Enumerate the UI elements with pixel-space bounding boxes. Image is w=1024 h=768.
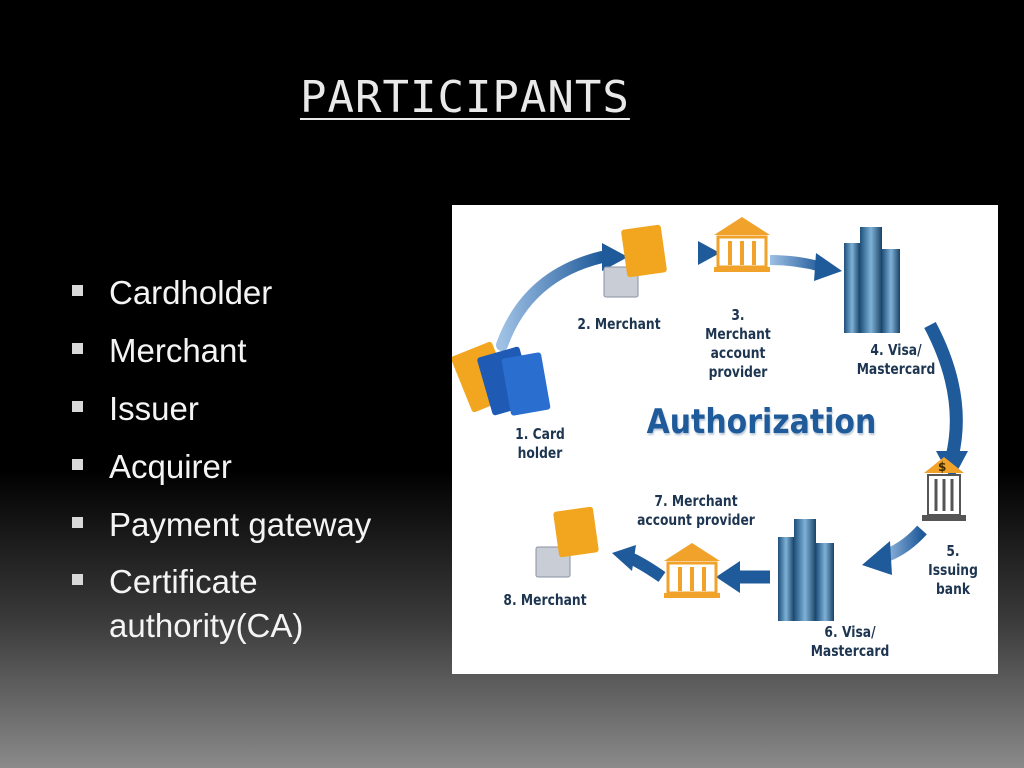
bullet-text: Acquirer	[109, 448, 232, 485]
office-towers-icon	[844, 227, 900, 333]
office-towers-icon	[778, 519, 834, 621]
node-label-merchant-account-3: 3. Merchant account provider	[705, 306, 771, 381]
dollar-sign: $	[938, 460, 946, 474]
node-label-visa-6: 6. Visa/ Mastercard	[810, 623, 890, 660]
node-label-merchant-2: 2. Merchant	[577, 315, 661, 333]
flow-arrow-5	[862, 525, 927, 575]
list-item: Payment gateway	[72, 496, 432, 554]
card-terminal-icon	[535, 506, 599, 578]
node-label-merchant-account-7: 7. Merchant account provider	[637, 492, 755, 529]
flow-arrow-1	[496, 243, 628, 351]
bullet-text: Certificate authority(CA)	[109, 563, 304, 644]
list-item: Acquirer	[72, 438, 432, 496]
node-label-merchant-8: 8. Merchant	[503, 591, 587, 609]
list-item: Certificate authority(CA)	[72, 554, 432, 648]
participant-list: Cardholder Merchant Issuer Acquirer Paym…	[72, 264, 432, 648]
slide-title: PARTICIPANTS	[300, 72, 630, 123]
issuing-bank-icon: $	[922, 457, 966, 521]
node-label-issuing-bank-5: 5. Issuing bank	[928, 542, 978, 598]
bank-building-icon	[714, 217, 770, 272]
card-terminal-icon	[603, 224, 667, 298]
bullet-marker	[72, 285, 83, 296]
flow-arrow-4	[924, 321, 968, 481]
flow-arrow-6	[716, 561, 770, 593]
flow-arrow-3	[769, 253, 842, 281]
diagram-graphics: $	[452, 217, 968, 621]
node-label-card-holder: 1. Card holder	[515, 425, 565, 462]
credit-cards-icon	[452, 341, 551, 416]
node-label-visa-4: 4. Visa/ Mastercard	[856, 341, 936, 378]
bullet-marker	[72, 343, 83, 354]
flow-arrow-2	[667, 241, 720, 265]
bullet-marker	[72, 459, 83, 470]
bank-building-icon	[664, 543, 720, 598]
authorization-diagram: $ Authorization 1. Card holder 2. Mercha…	[452, 205, 998, 674]
bullet-marker	[72, 401, 83, 412]
bullet-text: Payment gateway	[109, 506, 372, 543]
bullet-marker	[72, 517, 83, 528]
bullet-text: Issuer	[109, 390, 199, 427]
list-item: Issuer	[72, 380, 432, 438]
list-item: Cardholder	[72, 264, 432, 322]
flow-arrow-7	[612, 545, 666, 582]
bullet-text: Merchant	[109, 332, 247, 369]
authorization-label: Authorization	[646, 402, 877, 442]
list-item: Merchant	[72, 322, 432, 380]
bullet-marker	[72, 574, 83, 585]
bullet-text: Cardholder	[109, 274, 273, 311]
